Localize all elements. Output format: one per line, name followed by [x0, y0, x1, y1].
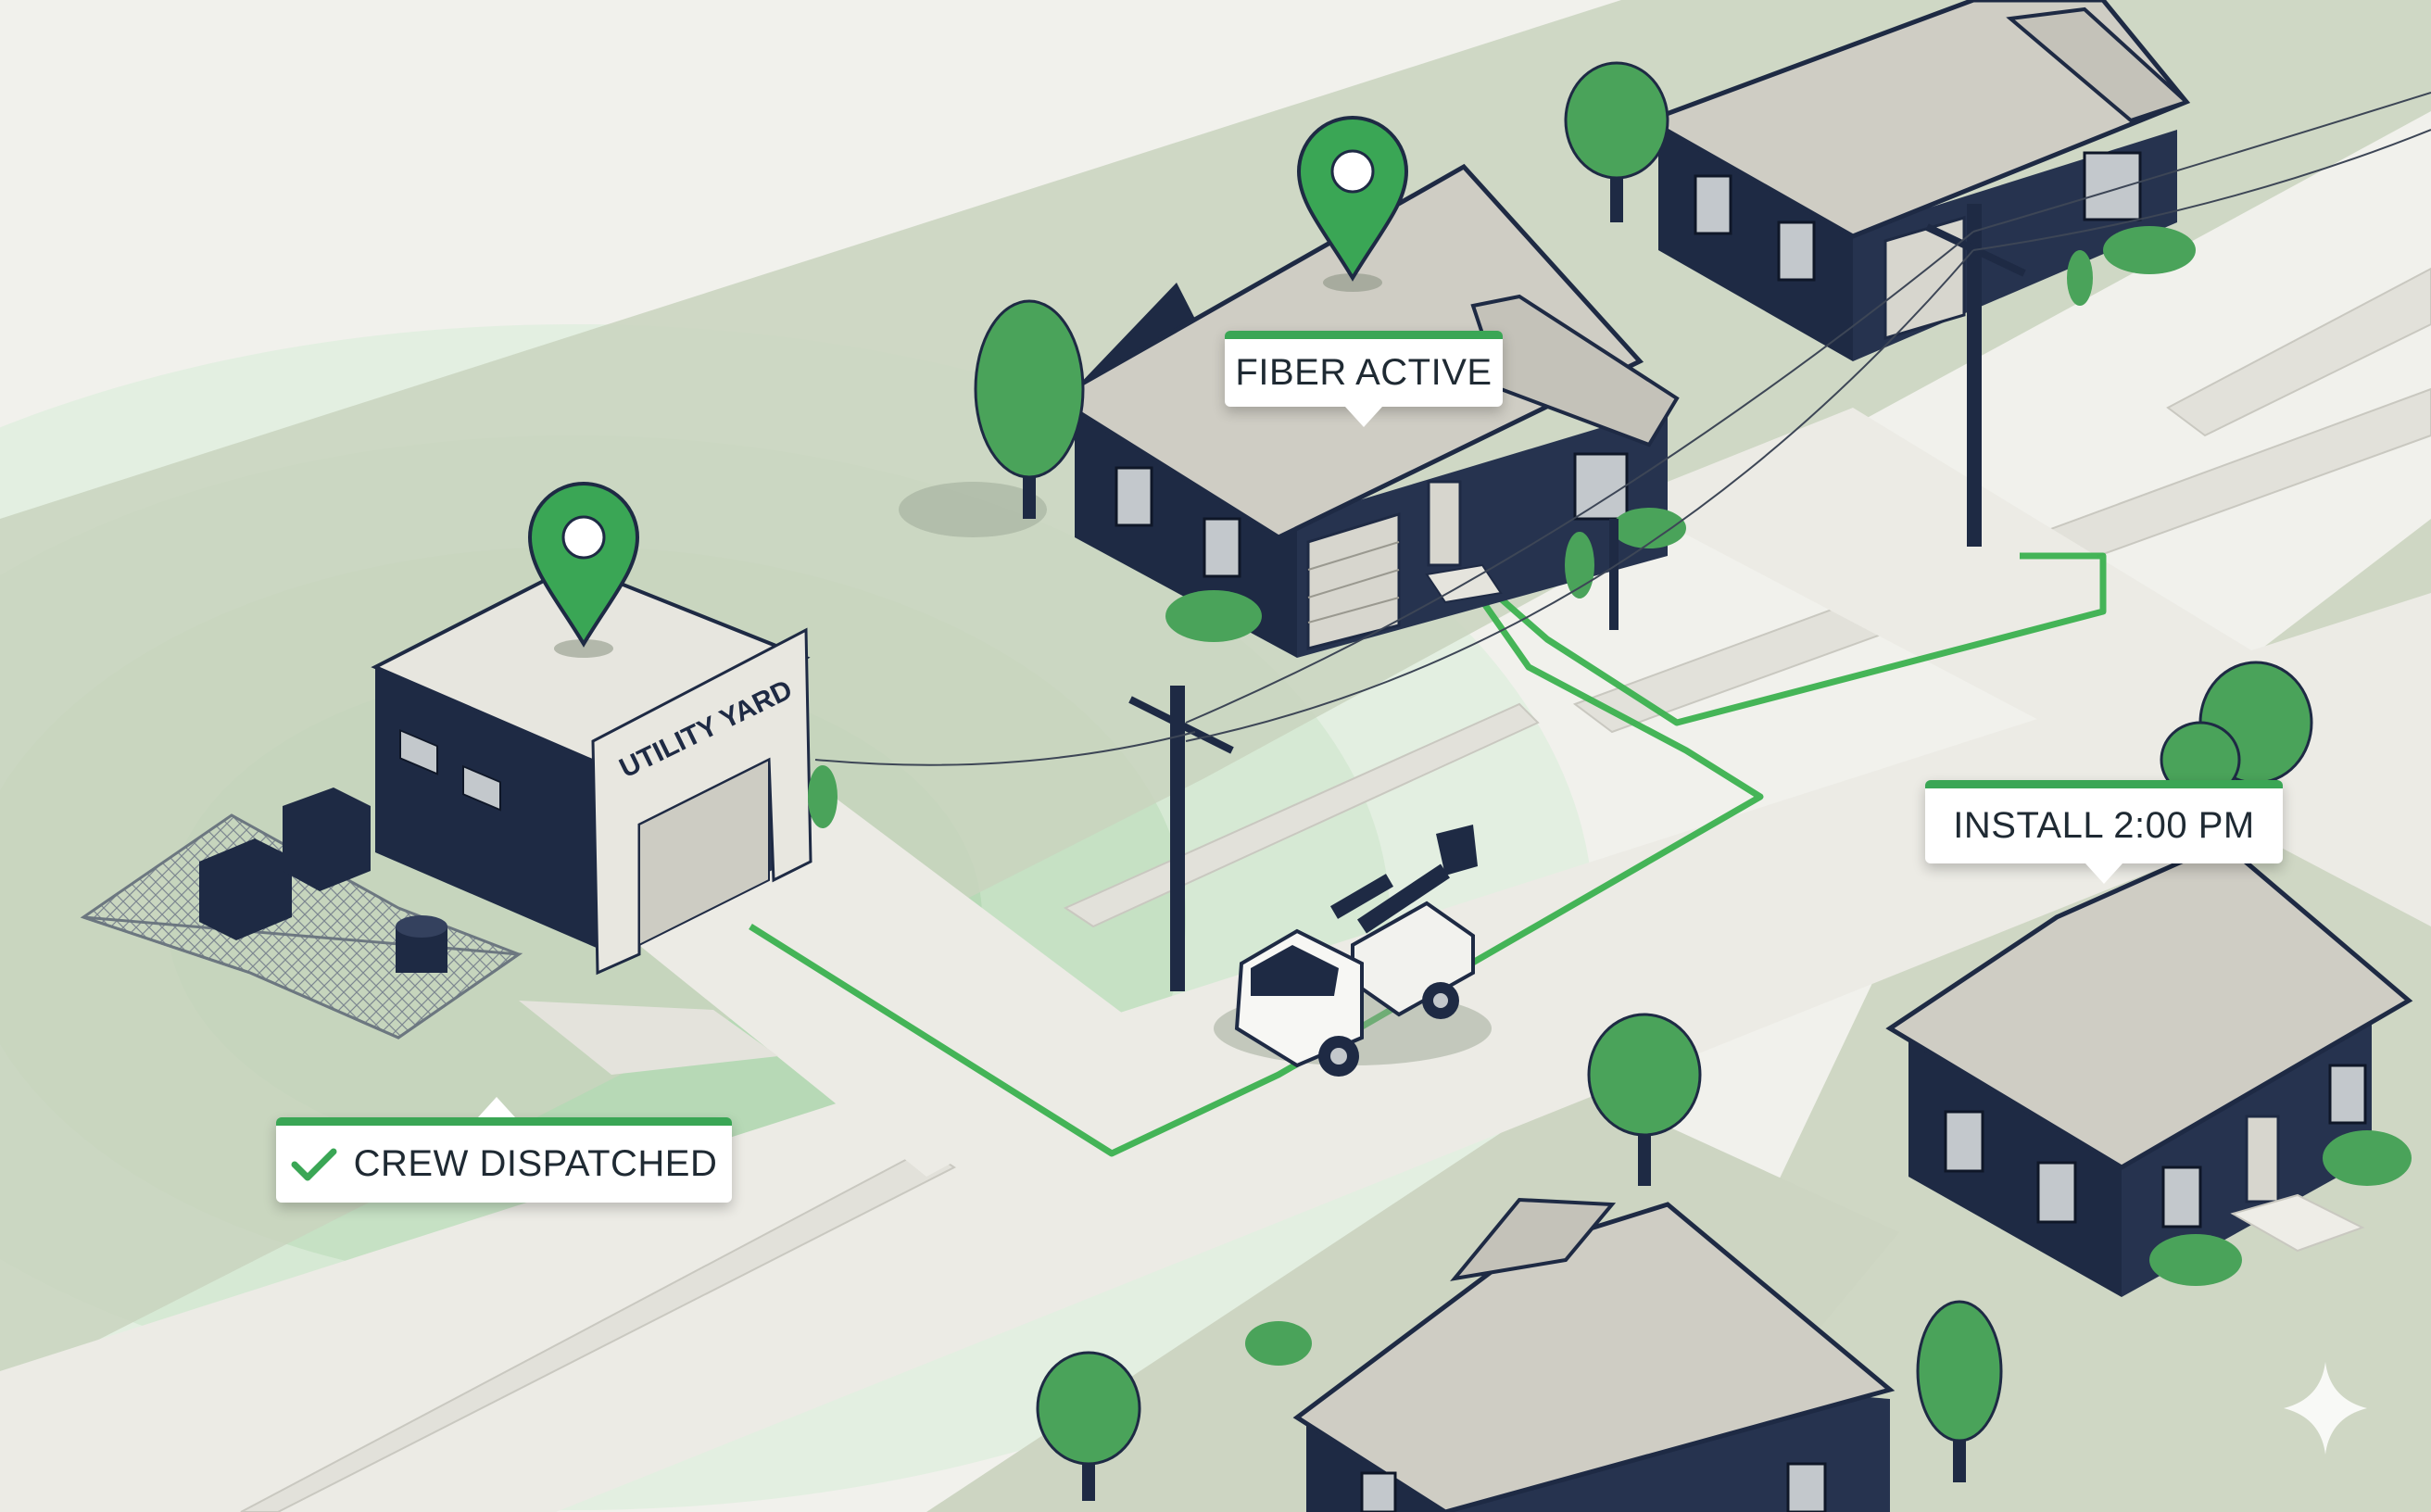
install-time-label: INSTALL 2:00 PM	[1953, 805, 2255, 846]
equipment-boxes	[199, 788, 447, 973]
map-pin-icon	[527, 482, 640, 658]
shrub	[1165, 590, 1262, 642]
yard-building-side	[375, 667, 611, 954]
house-garage-door	[1306, 511, 1401, 650]
utility-poles	[814, 92, 2431, 991]
shrub	[1612, 508, 1686, 548]
crew-dispatched-label: CREW DISPATCHED	[353, 1143, 718, 1184]
house-install	[1885, 840, 2413, 1297]
upper-right-street	[2166, 267, 2431, 437]
yard-garage-door	[638, 758, 770, 947]
shrub	[2149, 1234, 2242, 1286]
main-road	[0, 593, 2431, 1512]
sidewalk-lower	[240, 1147, 956, 1512]
callout-install-time: INSTALL 2:00 PM	[1925, 780, 2283, 884]
house-left-wall	[1075, 389, 1297, 658]
bucket-truck	[1214, 825, 1492, 1077]
shrub	[2323, 1130, 2412, 1186]
fiber-active-label: FIBER ACTIVE	[1235, 352, 1493, 393]
check-icon	[291, 1148, 337, 1180]
map-pin-icon	[1296, 116, 1409, 292]
yard-driveway	[519, 1001, 778, 1075]
house-bottom	[1245, 1197, 1896, 1512]
callout-fiber-active: FIBER ACTIVE	[1225, 331, 1503, 427]
house-upper-right	[1644, 0, 2196, 361]
truck-bucket	[1436, 825, 1478, 876]
utility-yard: UTILITY YARD	[80, 562, 838, 1040]
callout-crew-dispatched: CREW DISPATCHED	[276, 1097, 732, 1203]
sparkle-icon	[2284, 1362, 2367, 1455]
